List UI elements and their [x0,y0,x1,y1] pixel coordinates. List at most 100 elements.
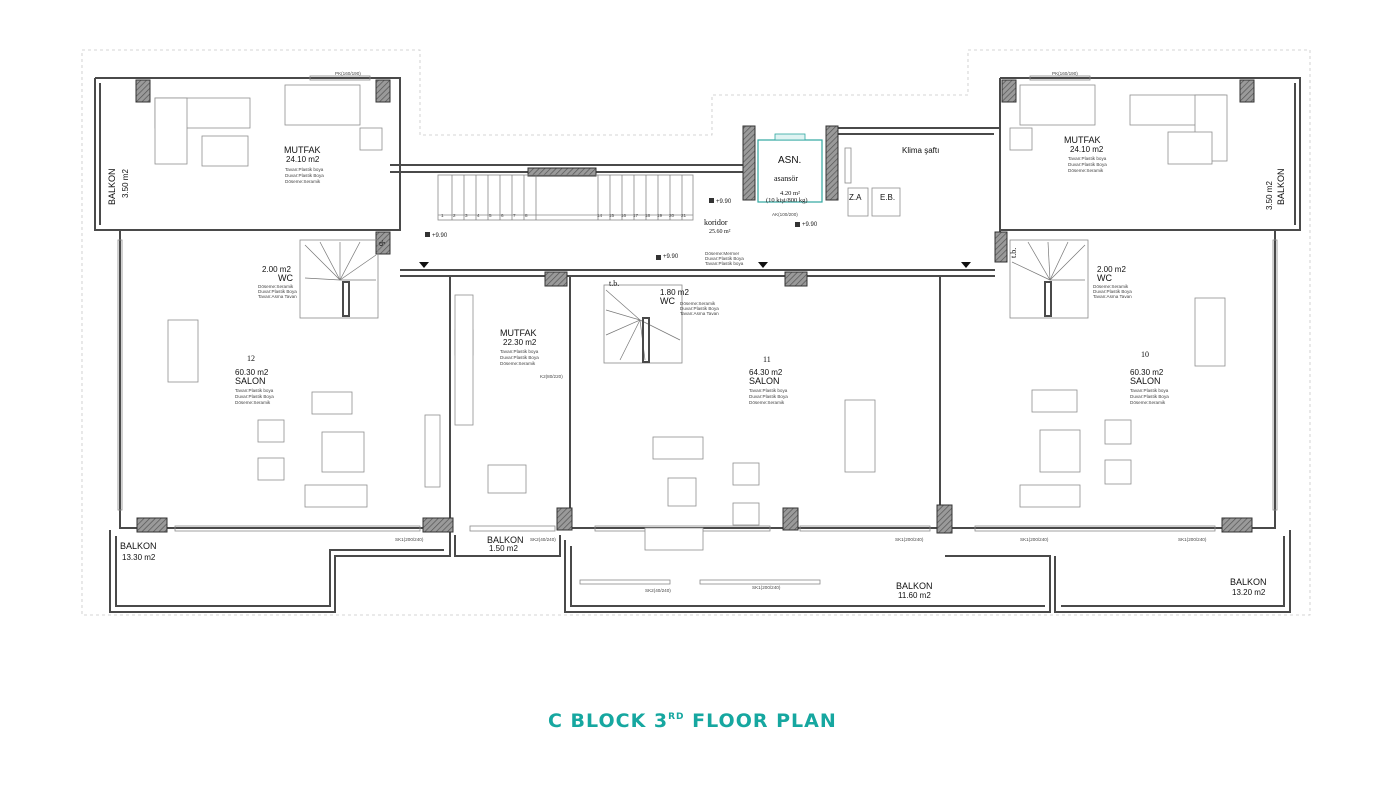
center-salon-note-1: Tavan:Plastik boya [749,388,788,393]
left-salon-note-2: Duvar:Plastik Boya [235,394,274,399]
left-mutfak-name: MUTFAK [284,145,321,155]
left-wc-area: 2.00 m2 [262,265,291,274]
left-salon-note-1: Tavan:Plastik boya [235,388,274,393]
structural-columns [135,79,1255,534]
window-code-2: SK2(40/240) [530,537,556,542]
plan-title-superscript: RD [668,712,684,722]
za-name: Z.A [849,193,862,202]
stair-step-number: 20 [669,213,675,218]
stair-step-number: 18 [645,213,651,218]
level-a: +9.90 [432,233,448,239]
center-salon-area: 64.30 m2 [749,368,783,377]
center-mutfak-name: MUTFAK [500,328,537,338]
balcony-bottom-right-name: BALKON [1230,577,1267,587]
center-wc-note-3: Tavan:Asma Tavan [680,311,719,316]
balcony-bottom-left-area: 13.30 m2 [122,553,156,562]
stair-step-number: 5 [489,213,492,218]
left-salon-name: SALON [235,376,266,386]
balcony-labels: BALKON 3.50 m2 BALKON 3.50 m2 BALKON 13.… [107,168,1286,600]
living-furniture [167,297,1226,551]
plan-title-text: C BLOCK 3RD FLOOR PLAN [548,710,837,732]
left-mutfak-note-3: Döseme:Seramik [285,179,321,184]
center-wc-note-2: Duvar:Plastik Boya [680,306,719,311]
window-code-9: PK(160/190) [1052,71,1078,76]
tb-right: t.b. [1009,248,1018,258]
stair-step-number: 15 [609,213,615,218]
right-salon-area: 60.30 m2 [1130,368,1164,377]
left-salon-note-3: Döseme:Seramik [235,400,271,405]
koridor-note-3: Tavan:Plastik boya [705,261,744,266]
window-code-7: SK1(200/240) [752,585,781,590]
balcony-top-right-name: BALKON [1276,168,1286,205]
center-mutfak-note-1: Tavan:Plastik boya [500,349,539,354]
window-code-6: SK2(40/240) [645,588,671,593]
stair-step-number: 16 [621,213,627,218]
property-boundary [81,49,1311,616]
right-wc-area: 2.00 m2 [1097,265,1126,274]
center-wc-note-1: Döseme:Seramik [680,301,716,306]
right-mutfak-area: 24.10 m2 [1070,145,1104,154]
left-wc-note-2: Duvar:Plastik Boya [258,289,297,294]
room-labels: MUTFAK 24.10 m2 Tavan:Plastik boya Duvar… [235,135,1169,405]
center-wc-name: WC [660,296,675,306]
window-code-11: AK(100/200) [772,212,798,217]
koridor-area: 25.60 m² [709,229,731,235]
klima-name: Klima şaftı [902,146,939,155]
right-wc-note-1: Döseme:Seramik [1093,284,1129,289]
koridor-note-2: Duvar:Plastik Boya [705,256,744,261]
kitchen-furniture [154,84,1228,426]
level-markers [425,198,800,260]
right-salon-unit: 10 [1141,350,1149,359]
window-code-3: SK1(200/240) [895,537,924,542]
level-b: +9.90 [663,254,679,260]
center-wc-area: 1.80 m2 [660,288,689,297]
koridor-note-1: Döseme:Mermer [705,251,740,256]
balcony-bottom-small-area: 1.50 m2 [489,544,518,553]
balcony-top-left-area: 3.50 m2 [121,169,130,198]
level-d: +9.90 [802,222,818,228]
left-salon-unit: 12 [247,354,255,363]
center-mutfak-note-2: Duvar:Plastik Boya [500,355,539,360]
right-salon-note-1: Tavan:Plastik boya [1130,388,1169,393]
window-code-1: SK1(200/240) [395,537,424,542]
window-code-5: SK1(200/240) [1178,537,1207,542]
asansor-capacity: (10 kişi/800 kg) [766,197,808,204]
left-salon-area: 60.30 m2 [235,368,269,377]
spiral-stair-right [1009,239,1089,319]
right-wc-note-3: Tavan:Asma Tavan [1093,294,1132,299]
main-staircase [437,174,694,221]
left-mutfak-area: 24.10 m2 [286,155,320,164]
balcony-top-left-name: BALKON [107,168,117,205]
right-mutfak-note-2: Duvar:Plastik Boya [1068,162,1107,167]
window-code-10: K2(80/220) [540,374,563,379]
right-wc-note-2: Duvar:Plastik Boya [1093,289,1132,294]
right-salon-name: SALON [1130,376,1161,386]
center-mutfak-area: 22.30 m2 [503,338,537,347]
balcony-bottom-small-name: BALKON [487,535,524,545]
right-mutfak-note-3: Döseme:Seramik [1068,168,1104,173]
stair-step-number: 7 [513,213,516,218]
stair-step-number: 1 [441,213,444,218]
center-salon-name: SALON [749,376,780,386]
stair-step-number: 21 [681,213,687,218]
plan-title-main: C BLOCK 3 [548,710,668,732]
balcony-bottom-right-area: 13.20 m2 [1232,588,1266,597]
left-wc-note-1: Döseme:Seramik [258,284,294,289]
level-c: +9.90 [716,199,732,205]
right-salon-note-3: Döseme:Seramik [1130,400,1166,405]
balcony-top-right-area: 3.50 m2 [1265,181,1274,210]
left-wc-name: WC [278,273,293,283]
stair-step-number: 8 [525,213,528,218]
stair-step-number: 6 [501,213,504,218]
center-salon-note-2: Duvar:Plastik Boya [749,394,788,399]
right-wc-name: WC [1097,273,1112,283]
asansor-name: ASN. [778,155,801,166]
stair-step-number: 3 [465,213,468,218]
left-wc-note-3: Tavan:Asma Tavan [258,294,297,299]
stair-step-number: 19 [657,213,663,218]
asansor-sub: asansör [774,174,798,183]
center-salon-unit: 11 [763,355,771,364]
spiral-stair-center [603,284,683,364]
